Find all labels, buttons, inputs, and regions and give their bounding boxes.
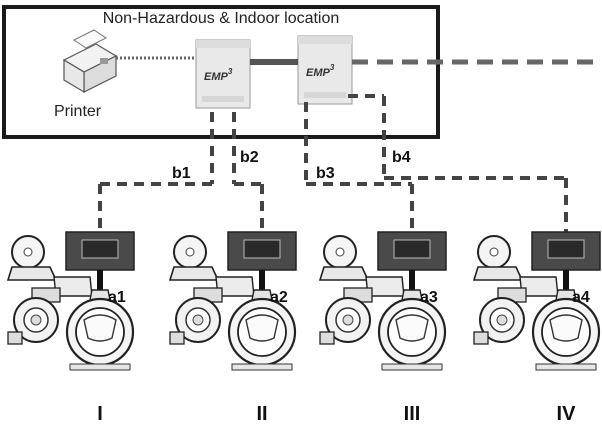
meter-ii [168,231,297,372]
cable-b3 [304,102,414,232]
emp-2-sup: 3 [330,63,335,72]
meter-iii [318,231,447,372]
cable-b3-label: b3 [316,165,335,182]
meter-ii-screen [243,239,281,259]
cable-b2-label: b2 [240,149,259,166]
meter-iii-label: III [404,403,421,424]
indoor-zone-box [2,5,440,139]
meter-iv [472,231,601,372]
emp-1-label: EMP [204,71,229,83]
cable-b4-label: b4 [392,149,411,166]
cable-a4-label: a4 [572,289,590,306]
meter-i [6,231,135,372]
printer-icon [62,29,118,94]
cable-b1 [98,112,214,232]
cable-a2-label: a2 [270,289,288,306]
zone-title: Non-Hazardous & Indoor location [103,10,340,27]
cable-b4 [348,94,568,232]
meter-i-label: I [97,403,103,424]
svg-text:EMP3: EMP3 [204,67,233,83]
cable-a3-label: a3 [420,289,438,306]
cable-a1-label: a1 [108,289,126,306]
emp-unit-1: EMP3 [195,39,251,109]
printer-label: Printer [54,103,102,120]
emp-unit-2: EMP3 [297,35,353,105]
meter-iii-screen [393,239,431,259]
meter-iv-screen [547,239,585,259]
meter-i-screen [81,239,119,259]
emp-2-label: EMP [306,67,331,79]
cable-b2 [232,112,264,232]
meter-iv-label: IV [557,403,577,424]
meter-ii-label: II [256,403,267,424]
emp-1-sup: 3 [228,67,233,76]
cable-b1-label: b1 [172,165,191,182]
svg-text:EMP3: EMP3 [306,63,335,79]
